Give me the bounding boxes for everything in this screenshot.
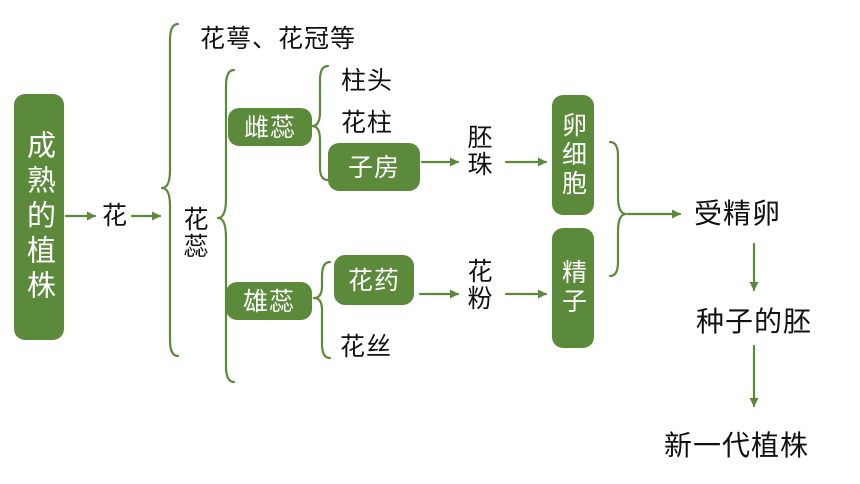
brace-stamen (312, 260, 332, 360)
node-zygote: 受精卵 (694, 197, 782, 230)
node-ovary: 子房 (328, 143, 420, 191)
node-pistil: 雌蕊 (228, 108, 312, 146)
node-ovule: 胚珠 (464, 124, 493, 178)
node-filament: 花丝 (340, 332, 393, 361)
node-pollen: 花粉 (464, 258, 493, 312)
node-style: 花柱 (341, 108, 394, 137)
node-stigma: 柱头 (341, 66, 394, 95)
node-flower: 花 (102, 201, 129, 230)
brace-pistil (310, 64, 330, 182)
node-new-plant: 新一代植株 (664, 429, 810, 462)
node-stamen: 雄蕊 (226, 282, 312, 320)
node-sepal-petal: 花萼、花冠等 (200, 24, 357, 53)
node-sperm: 精子 (552, 228, 594, 348)
node-embryo: 种子的胚 (696, 305, 813, 338)
node-pistil-stamen: 花蕊 (180, 206, 209, 260)
node-egg-cell: 卵细胞 (552, 95, 594, 215)
node-mature-plant: 成熟的植株 (14, 94, 64, 340)
brace-pistil-stamen (216, 68, 236, 384)
brace-merge (608, 140, 628, 278)
node-anther: 花药 (334, 255, 414, 305)
brace-flower (160, 22, 180, 358)
